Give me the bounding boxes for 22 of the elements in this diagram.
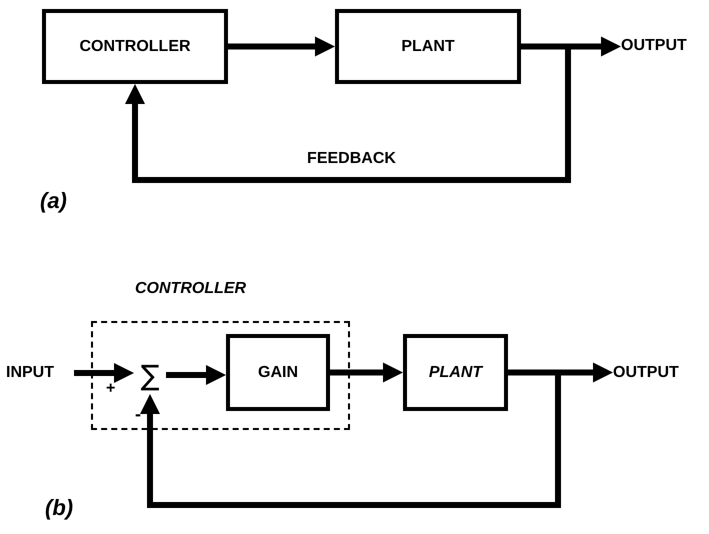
panel-label: (a) <box>40 188 67 214</box>
arrow <box>166 365 226 385</box>
box-label: PLANT <box>401 38 455 56</box>
process-box <box>42 9 228 84</box>
sign-label: - <box>135 404 141 425</box>
arrow <box>74 363 134 383</box>
edge-label: FEEDBACK <box>307 150 396 168</box>
box-label: PLANT <box>428 364 482 382</box>
summing-symbol: ∑ <box>134 356 166 394</box>
process-box <box>403 334 508 411</box>
sign-label: + <box>106 380 116 398</box>
signal-label: INPUT <box>6 361 74 385</box>
box-label: GAIN <box>258 364 298 382</box>
group-heading: CONTROLLER <box>135 280 246 298</box>
arrow <box>228 36 335 56</box>
panel-label: (b) <box>45 495 74 521</box>
process-box <box>226 334 330 411</box>
signal-label: OUTPUT <box>621 34 707 58</box>
arrow <box>330 362 403 382</box>
box-label: CONTROLLER <box>79 38 191 56</box>
process-box <box>335 9 521 84</box>
signal-label: OUTPUT <box>613 361 706 385</box>
